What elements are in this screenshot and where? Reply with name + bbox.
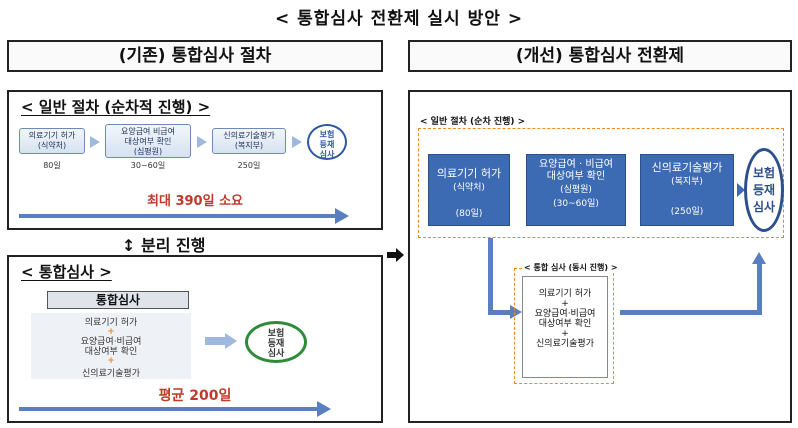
step-days: 250일 <box>237 161 261 170</box>
avg-duration: 평균 200일 <box>158 388 232 404</box>
arrow-head-icon <box>317 401 331 417</box>
general-heading: < 일반 절차 (순차 진행) > <box>420 117 526 127</box>
step-days: (250일) <box>670 207 704 217</box>
arrow-shaft <box>205 337 225 345</box>
route-line <box>488 238 493 314</box>
general-heading: < 일반 절차 (순차적 진행) > <box>21 98 211 116</box>
integrated-items: 의료기기 허가 + 요양급여·비급여 대상여부 확인 + 신의료기술평가 <box>31 313 191 379</box>
route-line <box>488 310 512 315</box>
item-device: 의료기기 허가 <box>538 289 592 299</box>
step-label: 의료기기 허가 <box>436 167 502 180</box>
arrow-right-icon <box>292 136 302 148</box>
step-sub: (복지부) <box>671 177 703 187</box>
item-benefit: 요양급여·비급여 대상여부 확인 <box>80 337 142 357</box>
arrow-right-icon <box>197 136 207 148</box>
arrow-right-icon <box>510 305 522 319</box>
integrated-heading: < 통합심사 > <box>21 263 112 281</box>
insurance-review-oval: 보험 등재 심사 <box>307 124 347 160</box>
insurance-review-oval: 보험 등재 심사 <box>744 148 784 232</box>
plus-icon: + <box>107 327 115 337</box>
arrow-head-icon <box>335 208 349 224</box>
item-tech: 신의료기술평가 <box>536 339 594 349</box>
chevron-right-icon <box>737 183 745 197</box>
item-tech: 신의료기술평가 <box>82 369 140 379</box>
arrow-up-icon <box>752 252 766 264</box>
timeline-bar <box>19 214 337 218</box>
step-tech-eval: 신의료기술평가 (복지부) <box>212 128 286 154</box>
step-benefit-check: 요양급여 비급여 대상여부 확인 (심평원) <box>105 124 191 158</box>
integrated-items: 의료기기 허가 + 요양급여·비급여 대상여부 확인 + 신의료기술평가 <box>522 276 608 378</box>
left-header: (기존) 통합심사 절차 <box>7 40 383 72</box>
max-duration: 최대 390일 소요 <box>147 194 243 209</box>
step-label: 신의료기술평가 <box>651 161 723 174</box>
step-benefit-check: 요양급여 · 비급여 대상여부 확인 (심평원) (30~60일) <box>526 154 626 226</box>
step-device-approval: 의료기기 허가 (식약처) (80일) <box>428 154 510 226</box>
step-days: 30~60일 <box>130 161 166 170</box>
insurance-review-oval: 보험 등재 심사 <box>245 321 307 363</box>
step-days: (80일) <box>455 209 483 219</box>
chevron-right-icon <box>629 183 637 197</box>
chevron-right-icon <box>513 183 521 197</box>
timeline-bar <box>19 407 319 411</box>
step-tech-eval: 신의료기술평가 (복지부) (250일) <box>640 154 734 226</box>
integrated-box-title: 통합심사 <box>47 291 189 309</box>
plus-icon: + <box>561 329 569 339</box>
plus-icon: + <box>107 356 115 366</box>
step-sub: (식약처) <box>453 183 485 193</box>
arrow-right-icon <box>396 248 404 262</box>
step-sub: (심평원) <box>560 185 592 195</box>
separate-label: ↕ 분리 진행 <box>122 236 206 255</box>
route-line <box>757 264 762 315</box>
step-label: 요양급여 · 비급여 대상여부 확인 <box>539 159 613 182</box>
arrow-shaft <box>387 252 397 258</box>
step-days: 80일 <box>43 161 61 170</box>
item-device: 의료기기 허가 <box>84 318 138 328</box>
left-integrated-panel: < 통합심사 > 통합심사 의료기기 허가 + 요양급여·비급여 대상여부 확인… <box>7 255 383 423</box>
arrow-right-icon <box>90 136 100 148</box>
item-benefit: 요양급여·비급여 대상여부 확인 <box>534 309 596 329</box>
plus-icon: + <box>561 299 569 309</box>
arrow-right-icon <box>225 333 237 349</box>
integrated-heading: < 통합 심사 (동시 진행) > <box>522 262 620 273</box>
route-line <box>620 310 762 315</box>
step-device-approval: 의료기기 허가 (식약처) <box>19 128 85 154</box>
left-general-panel: < 일반 절차 (순차적 진행) > 의료기기 허가 (식약처) 80일 요양급… <box>7 90 383 230</box>
right-header: (개선) 통합심사 전환제 <box>408 40 792 72</box>
step-days: (30~60일) <box>553 199 599 209</box>
page-title: < 통합심사 전환제 실시 방안 > <box>274 9 524 29</box>
right-panel: < 일반 절차 (순차 진행) > 의료기기 허가 (식약처) (80일) 요양… <box>408 90 792 423</box>
